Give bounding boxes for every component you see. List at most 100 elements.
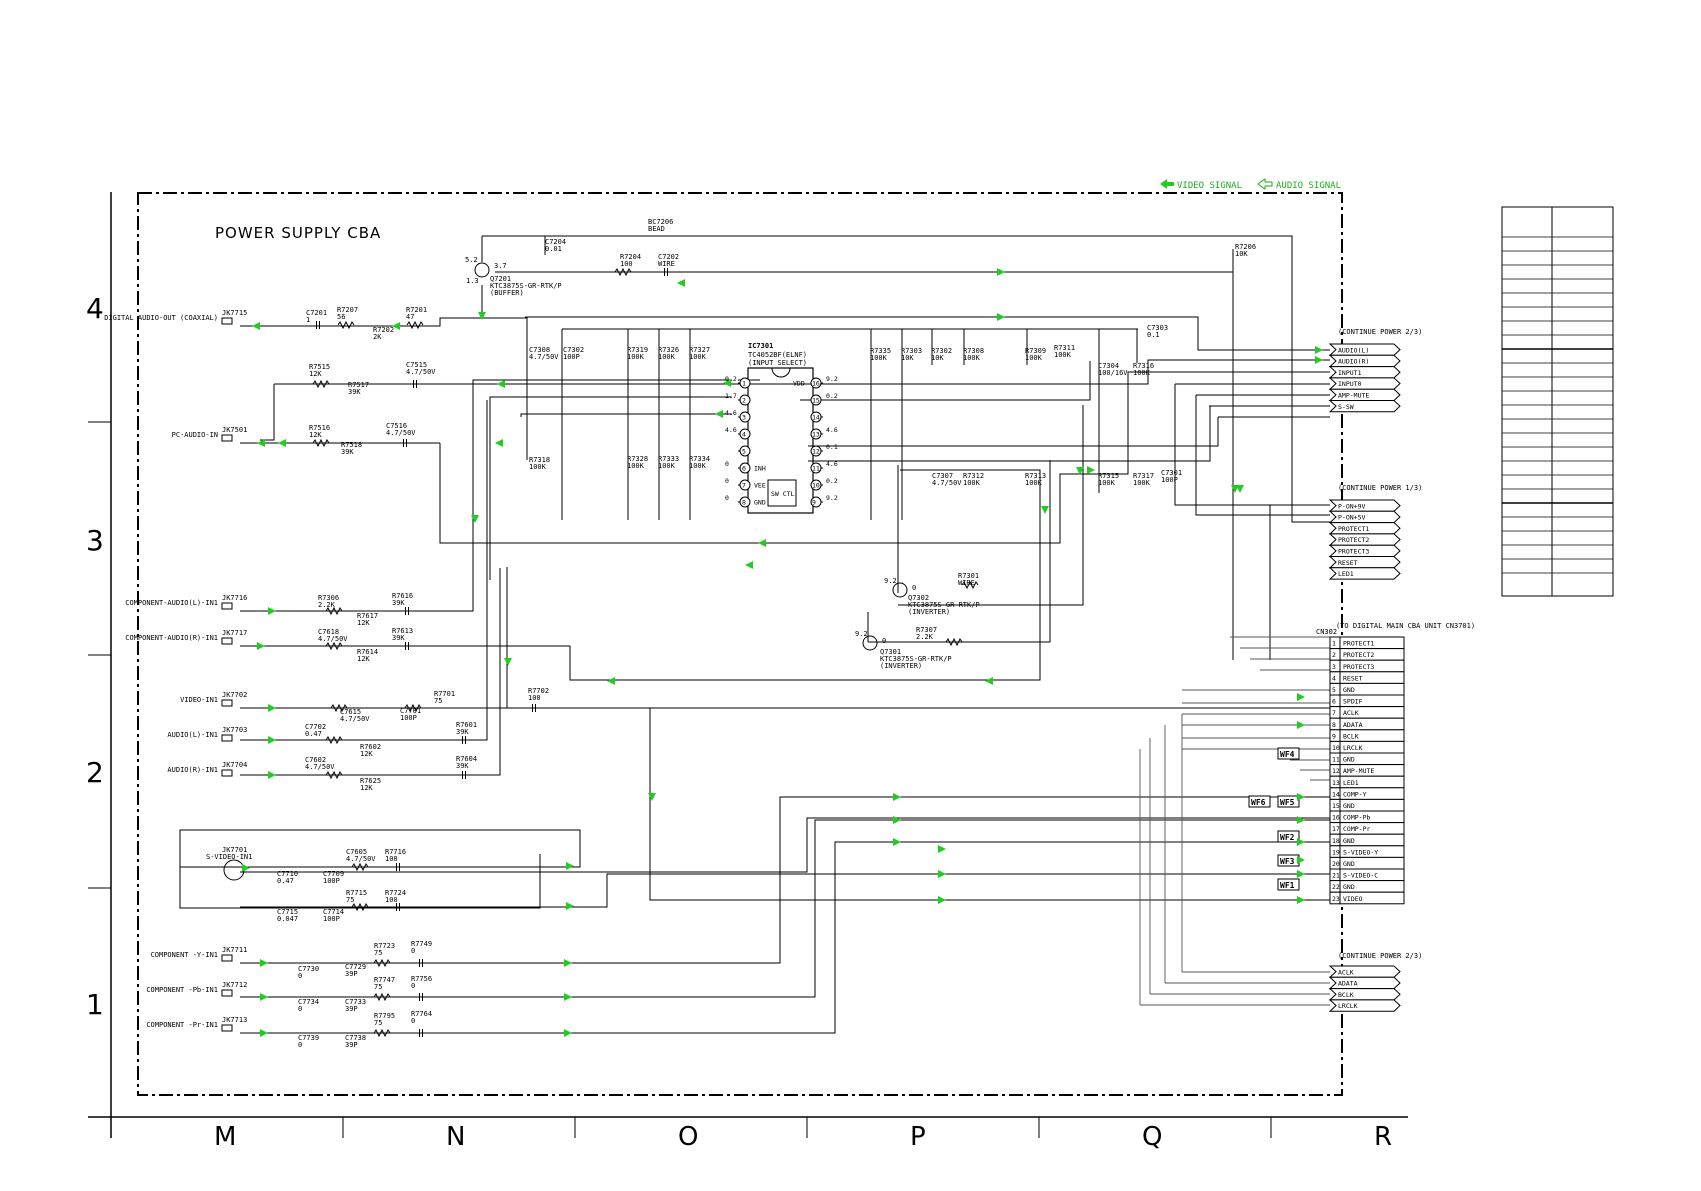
part-value: 39P xyxy=(345,970,358,978)
connector-power-1-3: (CONTINUE POWER 1/3)P-ON+9VP-ON+5VPROTEC… xyxy=(1328,484,1422,580)
jack-ref: JK7711 xyxy=(222,946,247,954)
transistor-q7301: 9.2 0 Q7301 KTC3875S-GR-RTK/P (INVERTER) xyxy=(855,630,952,670)
connector-pin-name: PROTECT1 xyxy=(1343,640,1374,648)
signal-arrow-icon xyxy=(715,410,723,418)
part-value: 0 xyxy=(298,1005,302,1013)
part-value: 100K xyxy=(627,462,645,470)
connector-pin-number: 1 xyxy=(1332,640,1336,648)
signal-arrow-icon xyxy=(1315,346,1323,354)
col-label: M xyxy=(214,1122,236,1152)
resistor-icon xyxy=(351,902,369,912)
resistor-icon xyxy=(961,580,979,590)
part-ref: R7206 xyxy=(1235,243,1256,251)
q7302-ref: Q7302 xyxy=(908,594,929,602)
ic-pin xyxy=(810,377,822,389)
ic-left-pin-volt: 4.6 xyxy=(725,409,737,417)
connector-pin-name: LED1 xyxy=(1338,570,1354,578)
signal-arrow-icon xyxy=(268,736,276,744)
connector-pin-name: GND xyxy=(1343,883,1355,891)
q7201-ref: Q7201 xyxy=(490,275,511,283)
ic-left-pin-volt: 0.2 xyxy=(725,375,737,383)
part-ref: C7307 xyxy=(932,472,953,480)
connector-pin-name: PROTECT3 xyxy=(1343,663,1374,671)
connector-pin-name: P-ON+9V xyxy=(1338,502,1365,510)
signal-arrow-icon xyxy=(564,1029,572,1037)
jack-name: AUDIO(R)-IN1 xyxy=(167,766,218,774)
part-ref: R7702 xyxy=(528,687,549,695)
connector-pin-number: 10 xyxy=(1332,744,1340,752)
part-value: 100K xyxy=(658,353,676,361)
connector-pin-number: 20 xyxy=(1332,860,1340,868)
component-labels: C72011R720756R720147R72022KC72040.01BC72… xyxy=(277,218,1256,1049)
ic-right-pin-volt: 0.2 xyxy=(826,392,838,400)
connector-pin-number: 23 xyxy=(1332,895,1340,903)
part-value: 39K xyxy=(456,728,469,736)
resistor-icon xyxy=(312,438,330,448)
part-value: BEAD xyxy=(648,225,665,233)
col-label: N xyxy=(446,1122,465,1152)
jack-ref: JK7702 xyxy=(222,691,247,699)
part-value: WIRE xyxy=(958,579,975,587)
ic-pin xyxy=(810,496,822,508)
rca-jack-icon xyxy=(221,989,233,997)
row-label: 1 xyxy=(86,988,104,1021)
part-value: 4.7/50V xyxy=(318,635,348,643)
connector-pin-name: INPUT1 xyxy=(1338,369,1362,377)
part-ref: C7702 xyxy=(305,723,326,731)
q7201-v2: 1.3 xyxy=(466,277,479,285)
part-value: 39P xyxy=(345,1041,358,1049)
connector-pin-name: ADATA xyxy=(1343,721,1363,729)
jack-ref: JK7703 xyxy=(222,726,247,734)
col-label: O xyxy=(678,1122,698,1152)
part-ref: R7333 xyxy=(658,455,679,463)
part-ref: R7327 xyxy=(689,346,710,354)
ic-pin xyxy=(810,411,822,423)
connector-pin-name: S-SW xyxy=(1338,403,1354,411)
part-value: 39P xyxy=(345,1005,358,1013)
part-value: 75 xyxy=(374,983,382,991)
resistor-icon xyxy=(325,770,343,780)
part-ref: R7625 xyxy=(360,777,381,785)
jack-name: AUDIO(L)-IN1 xyxy=(167,731,218,739)
part-ref: R7516 xyxy=(309,424,330,432)
part-ref: C7602 xyxy=(305,756,326,764)
rca-jack-icon xyxy=(221,734,233,742)
connector-pin-name: COMP-Pb xyxy=(1343,814,1370,822)
connector-ref: CN302 xyxy=(1316,628,1337,636)
waveform-tag: WF1 xyxy=(1280,881,1295,890)
part-value: 100K xyxy=(689,462,707,470)
part-ref: C7729 xyxy=(345,963,366,971)
part-value: 100K xyxy=(1098,479,1116,487)
part-value: 100P xyxy=(323,915,340,923)
connector-pin-name: GND xyxy=(1343,686,1355,694)
col-label: R xyxy=(1374,1122,1392,1152)
part-ref: R7201 xyxy=(406,306,427,314)
board-title: POWER SUPPLY CBA xyxy=(215,224,381,242)
part-ref: C7202 xyxy=(658,253,679,261)
connector-pin-name: PROTECT2 xyxy=(1343,651,1374,659)
ic-left-pin-volt: 4.6 xyxy=(725,426,737,434)
legend-audio: AUDIO SIGNAL xyxy=(1276,181,1341,191)
connector-pin-name: RESET xyxy=(1343,674,1363,682)
ic-left-pin-volt: 0 xyxy=(725,477,729,485)
connector-pin-name: PROTECT3 xyxy=(1338,548,1369,556)
q7201-v1: 5.2 xyxy=(465,256,478,264)
part-value: 100/16V xyxy=(1098,369,1128,377)
connector-pin-name: COMP-Y xyxy=(1343,790,1367,798)
connector-pin-name: P-ON+5V xyxy=(1338,514,1365,522)
connector-pin xyxy=(1339,891,1405,905)
signal-arrow-icon xyxy=(497,380,505,388)
part-value: 100P xyxy=(400,714,417,722)
signal-arrow-icon xyxy=(260,1029,268,1037)
jack-name: VIDEO-IN1 xyxy=(180,696,218,704)
wiring xyxy=(179,235,1330,1034)
part-value: 0.47 xyxy=(277,877,294,885)
part-ref: C7304 xyxy=(1098,362,1119,370)
signal-arrow-icon xyxy=(260,959,268,967)
connector-pin-name: ACLK xyxy=(1338,968,1354,976)
part-value: 39K xyxy=(348,388,361,396)
part-ref: R7316 xyxy=(1133,362,1154,370)
connector-pin-name: RESET xyxy=(1338,559,1358,567)
part-ref: R7764 xyxy=(411,1010,432,1018)
part-value: 0 xyxy=(298,972,302,980)
